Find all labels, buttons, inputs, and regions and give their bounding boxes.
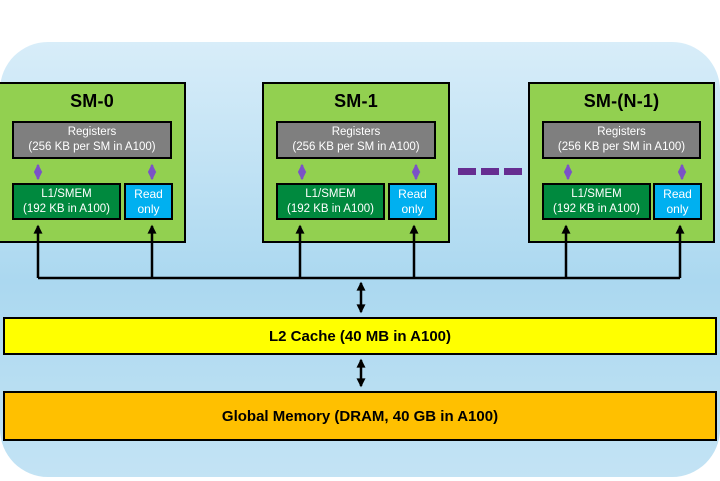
sm-1-title: SM-1: [334, 91, 378, 111]
sm-1-registers-box: Registers (256 KB per SM in A100): [276, 121, 436, 159]
read-only-label-line2: only: [137, 201, 160, 216]
sm-n-1-title: SM-(N-1): [583, 91, 660, 111]
l1-label-line2: (192 KB in A100): [23, 202, 110, 215]
registers-label-line1: Registers: [597, 126, 646, 138]
registers-label-line1: Registers: [331, 126, 381, 138]
l1-label-line1: L1/SMEM: [571, 187, 622, 200]
l1-label-line2: (192 KB in A100): [287, 202, 374, 215]
read-only-label-line2: only: [401, 201, 424, 216]
sm-1-read-only-box: Read only: [388, 183, 437, 220]
l2-cache-bar: L2 Cache (40 MB in A100): [3, 317, 717, 355]
global-memory-bar: Global Memory (DRAM, 40 GB in A100): [3, 391, 717, 441]
sm-n-1-read-only-box: Read only: [653, 183, 702, 220]
read-only-label-line1: Read: [134, 186, 163, 201]
registers-label-line2: (256 KB per SM in A100): [557, 141, 686, 153]
read-only-label-line2: only: [666, 201, 689, 216]
read-only-label-line1: Read: [663, 186, 692, 201]
registers-label-line1: Registers: [67, 126, 117, 138]
global-memory-label: Global Memory (DRAM, 40 GB in A100): [221, 407, 499, 425]
sm-0-box: SM-0 Registers (256 KB per SM in A100) L…: [0, 82, 186, 243]
l1-label-line2: (192 KB in A100): [553, 202, 640, 215]
read-only-label-line1: Read: [398, 186, 427, 201]
sm-0-registers-box: Registers (256 KB per SM in A100): [12, 121, 172, 159]
l1-label-line1: L1/SMEM: [41, 187, 92, 200]
l1-label-line1: L1/SMEM: [305, 187, 356, 200]
sm-n-1-box: SM-(N-1) Registers (256 KB per SM in A10…: [528, 82, 715, 243]
sm-0-l1-smem-box: L1/SMEM (192 KB in A100): [12, 183, 121, 220]
registers-label-line2: (256 KB per SM in A100): [292, 141, 420, 153]
sm-0-title: SM-0: [70, 91, 114, 111]
sm-n-1-registers-box: Registers (256 KB per SM in A100): [542, 121, 701, 159]
sm-1-l1-smem-box: L1/SMEM (192 KB in A100): [276, 183, 385, 220]
sm-0-read-only-box: Read only: [124, 183, 173, 220]
registers-label-line2: (256 KB per SM in A100): [28, 141, 156, 153]
sm-n-1-l1-smem-box: L1/SMEM (192 KB in A100): [542, 183, 651, 220]
l2-cache-label: L2 Cache (40 MB in A100): [269, 327, 451, 345]
sm-1-box: SM-1 Registers (256 KB per SM in A100) L…: [262, 82, 450, 243]
